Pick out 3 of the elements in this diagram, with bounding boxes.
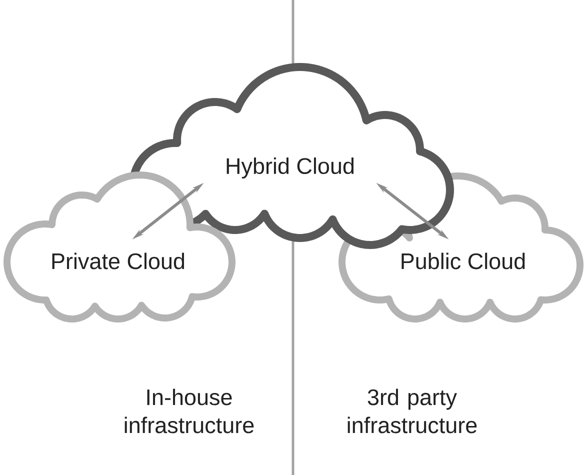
cloud: Hybrid Cloud [129,63,454,249]
region-label: 3rd party infrastructure [348,388,477,434]
region-label: In-house infrastructure [124,388,254,434]
